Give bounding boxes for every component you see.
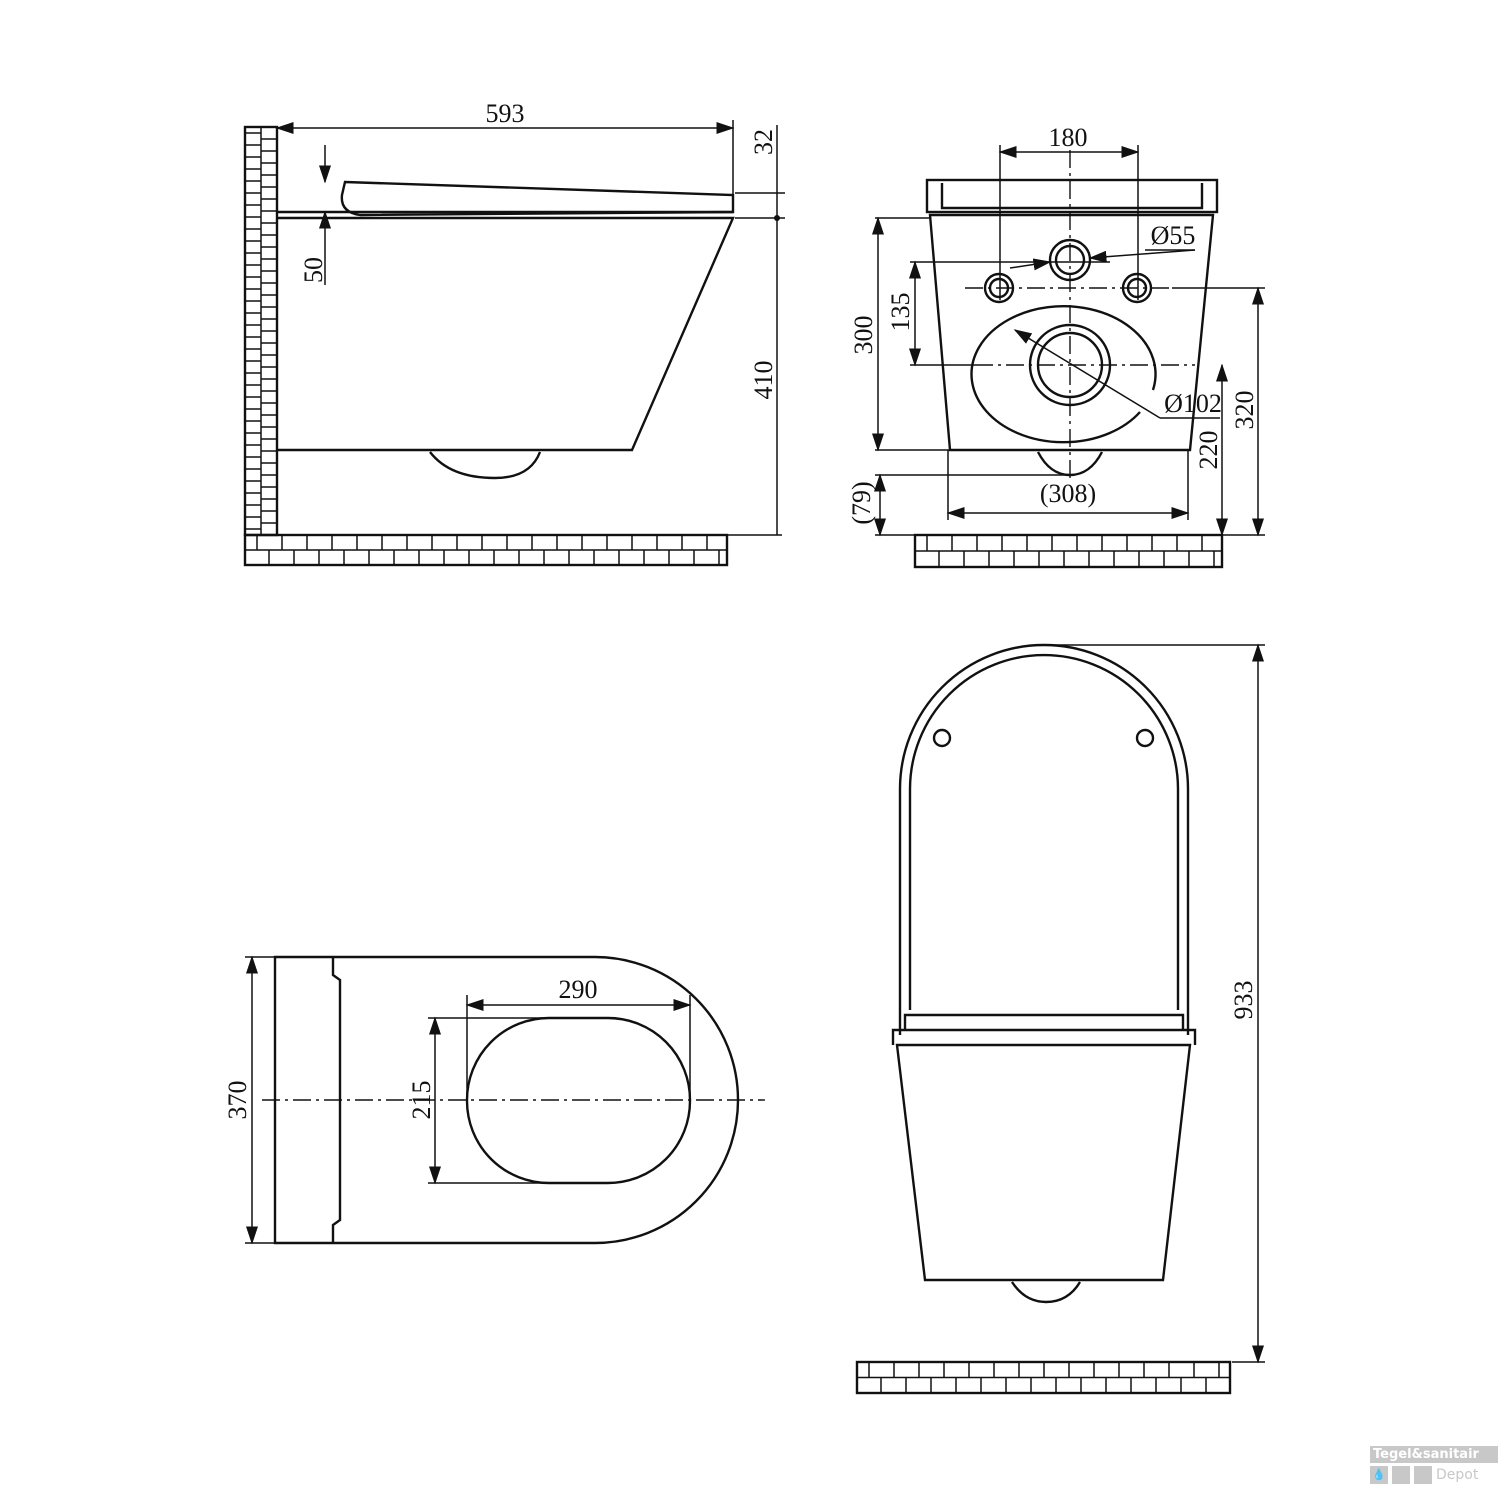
drop-icon: 💧: [1370, 1466, 1388, 1484]
dim-593: 593: [486, 99, 525, 128]
dim-135: 135: [886, 293, 915, 332]
open-lid-view: 933: [891, 643, 1265, 1364]
open-lid-outer: [898, 643, 1190, 1035]
front-view: 180 Ø55 Ø102 300 135 320 220 (79) (308): [847, 123, 1265, 537]
lid-hinge-right: [1135, 728, 1155, 748]
dim-370: 370: [223, 1081, 252, 1120]
dim-215: 215: [407, 1081, 436, 1120]
open-bowl: [895, 1043, 1192, 1282]
top-view: 290 215 370: [223, 955, 765, 1245]
lid-hinge-left: [932, 728, 952, 748]
watermark-depot: Depot: [1436, 1467, 1479, 1483]
dim-50: 50: [299, 257, 328, 283]
dim-79: (79): [847, 481, 876, 524]
dim-308: (308): [1040, 479, 1096, 508]
outlet-recess: [970, 305, 1157, 444]
side-bowl: [277, 216, 735, 452]
dim-32: 32: [749, 129, 778, 155]
dim-220: 220: [1194, 431, 1223, 470]
dim-290: 290: [559, 975, 598, 1004]
dim-d55: Ø55: [1151, 221, 1196, 250]
brick-walls: [243, 125, 1232, 1395]
front-seat: [925, 178, 1219, 214]
dim-d102: Ø102: [1164, 389, 1222, 418]
side-flush-bulge: [429, 451, 542, 480]
watermark-brand: Tegel&sanitair: [1370, 1446, 1498, 1463]
dim-410: 410: [749, 361, 778, 400]
dim-320: 320: [1230, 391, 1259, 430]
dim-933: 933: [1229, 981, 1258, 1020]
side-view: 593 32 410 50: [275, 99, 785, 536]
watermark-logo: Tegel&sanitair 💧 Depot: [1370, 1446, 1498, 1484]
dim-180: 180: [1049, 123, 1088, 152]
top-seat-outline: [273, 955, 740, 1245]
side-seat-lid: [340, 180, 735, 217]
dim-300: 300: [849, 316, 878, 355]
